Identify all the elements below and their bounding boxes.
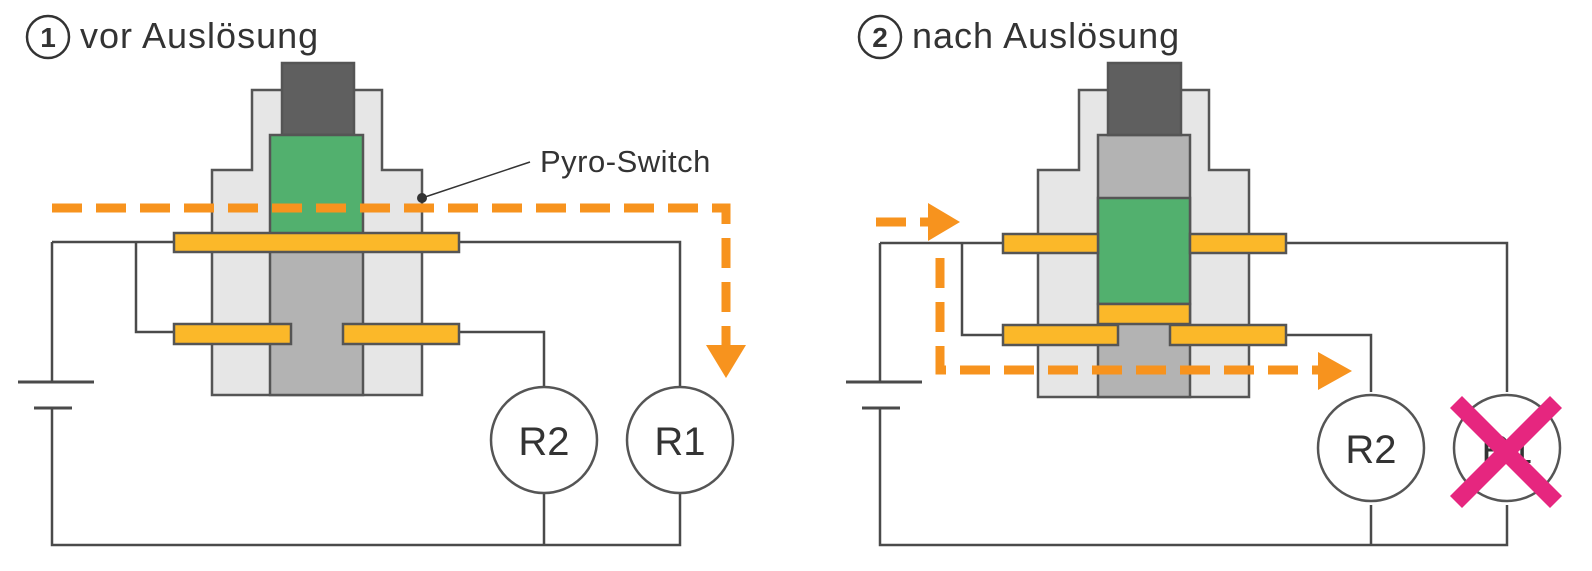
resistor-r2 bbox=[1316, 393, 1426, 503]
panel-after: 2 nach Auslösung R2 R1 bbox=[846, 14, 1563, 547]
piston-fired bbox=[1096, 196, 1192, 306]
panel-before: 1 vor Auslösung R2 R1 Pyro-Switch bbox=[18, 14, 746, 547]
main-contact-bar bbox=[172, 231, 461, 254]
resistor-r1 bbox=[625, 385, 735, 495]
severed-contact-piece bbox=[1096, 302, 1192, 326]
resistor-r2 bbox=[489, 385, 599, 495]
lower-contact-left bbox=[172, 322, 293, 346]
piston bbox=[268, 133, 365, 237]
current-flow-path bbox=[935, 258, 1318, 375]
circuit-wires bbox=[878, 241, 1509, 547]
step-number: 1 bbox=[40, 22, 56, 53]
disabled-cross-icon bbox=[1449, 395, 1563, 509]
panel-title: vor Auslösung bbox=[80, 15, 319, 56]
resistor-r2-label: R2 bbox=[518, 420, 569, 464]
lower-contact-left bbox=[1001, 323, 1120, 347]
piston-channel bbox=[268, 233, 365, 397]
upper-contact-right bbox=[1188, 232, 1288, 255]
step-number: 2 bbox=[872, 22, 888, 53]
circuit-wires bbox=[50, 240, 682, 547]
upper-contact-left bbox=[1001, 232, 1100, 255]
resistor-r2-label: R2 bbox=[1345, 428, 1396, 472]
current-flow-arrowhead bbox=[706, 345, 746, 378]
pyro-switch-callout: Pyro-Switch bbox=[540, 144, 711, 179]
resistor-r1-label: R1 bbox=[654, 420, 705, 464]
lower-contact-right bbox=[1168, 323, 1288, 347]
callout-dot bbox=[417, 193, 427, 203]
panel-title: nach Auslösung bbox=[912, 15, 1180, 56]
lower-contact-right bbox=[341, 322, 461, 346]
step-number-circle bbox=[857, 14, 903, 60]
pyro-actuator bbox=[1106, 61, 1183, 137]
step-number-circle bbox=[25, 14, 71, 60]
callout-leader bbox=[421, 161, 531, 199]
pyro-actuator bbox=[280, 61, 356, 137]
current-flow-entry-arrowhead bbox=[928, 203, 960, 241]
current-flow-path bbox=[52, 203, 731, 345]
current-flow-arrowhead bbox=[1318, 352, 1352, 390]
